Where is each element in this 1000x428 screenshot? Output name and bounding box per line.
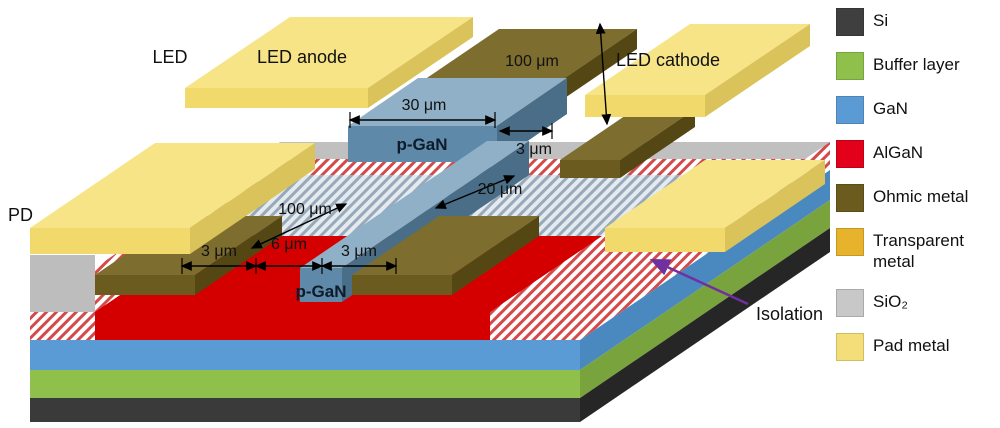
buffer-side-face (580, 200, 830, 398)
algan-front-face (95, 312, 490, 340)
label-led: LED (152, 47, 187, 67)
dim-label-led-width: 30 μm (402, 97, 447, 114)
legend-item-sio2: SiO₂ (836, 288, 998, 317)
led-pgan-top (348, 78, 567, 126)
label-pd: PD (8, 205, 33, 225)
label-isolation: Isolation (756, 304, 823, 324)
cathode-ohmic-slab (560, 109, 695, 178)
legend-item-gan: GaN (836, 96, 998, 124)
legend-item-algan: AlGaN (836, 140, 998, 168)
cathode-ohmic-top (560, 109, 695, 160)
pd-ohmic-right (352, 216, 539, 295)
pd-ohmic-right-side (452, 216, 539, 295)
label-pgan-led: p-GaN (397, 135, 448, 154)
label-led-cathode: LED cathode (616, 50, 720, 70)
pd-pad-top (30, 143, 315, 228)
dim-label-ridge-length: 100 μm (278, 201, 332, 218)
legend-label-ohmic: Ohmic metal (873, 187, 969, 206)
pd-right-pad (605, 160, 825, 252)
label-pgan-pd: p-GaN (296, 282, 347, 301)
led-cathode-pad-top (585, 24, 810, 95)
cathode-ohmic-side (620, 109, 695, 178)
isolation-front-right (490, 312, 580, 340)
dim-label-ridge-width: 6 μm (271, 236, 307, 253)
si-front-face (30, 398, 580, 422)
si-side-face (580, 228, 830, 422)
legend-label-gan: GaN (873, 99, 908, 118)
dim-arrow-led-depth (595, 22, 612, 126)
legend-swatch-transparent (836, 228, 864, 256)
dim-label-gap-left: 3 μm (201, 243, 237, 260)
pd-ohmic-left-front (95, 275, 195, 295)
led-pgan-front (348, 126, 497, 162)
pd-pad (30, 143, 315, 254)
gan-front-face (30, 340, 580, 370)
pd-pad-front (30, 228, 190, 254)
legend-label-transparent: Transparent metal (873, 231, 965, 272)
led-anode-pad-top (185, 17, 473, 88)
legend-swatch-ohmic (836, 184, 864, 212)
pd-ohmic-right-front (352, 275, 452, 295)
legend-label-sio2: SiO₂ (873, 291, 908, 311)
isolation-arrow (649, 258, 749, 306)
pd-pgan-top (300, 141, 529, 268)
pd-ohmic-right-top (352, 216, 539, 275)
pd-right-pad-side (725, 160, 825, 252)
dim-label-gap-right: 3 μm (341, 243, 377, 260)
legend-swatch-si (836, 8, 864, 36)
dimension-annotations (180, 22, 749, 306)
legend-item-transparent: Transparent metal (836, 228, 998, 273)
legend-label-buffer: Buffer layer (873, 55, 960, 74)
cathode-ohmic-front (560, 160, 620, 178)
legend-item-buffer: Buffer layer (836, 52, 998, 80)
legend-swatch-pad (836, 332, 864, 361)
legend-label-algan: AlGaN (873, 143, 924, 162)
legend-swatch-gan (836, 96, 864, 124)
legend-swatch-algan (836, 140, 864, 168)
dim-arrow-ridge-length (250, 203, 348, 249)
buffer-front-face (30, 370, 580, 398)
dim-label-led-length: 20 μm (478, 181, 523, 198)
legend-label-pad: Pad metal (873, 335, 950, 355)
pd-pad-side (190, 143, 315, 254)
legend-label-si: Si (873, 11, 889, 30)
led-anode-pad (185, 17, 473, 108)
led-cathode-pad (585, 24, 810, 117)
dim-label-cathode-gap: 3 μm (516, 141, 552, 158)
dim-label-led-depth: 100 μm (505, 53, 559, 70)
legend-item-ohmic: Ohmic metal (836, 184, 998, 212)
label-led-anode: LED anode (257, 47, 347, 67)
dim-arrow-led-length (434, 175, 516, 209)
legend: Si Buffer layer GaN AlGaN Ohmic metal Tr… (836, 8, 998, 377)
led-anode-pad-side (368, 17, 473, 108)
text-labels: LED LED anode LED cathode PD p-GaN p-GaN… (8, 47, 823, 324)
legend-swatch-sio2 (836, 288, 864, 317)
legend-item-si: Si (836, 8, 998, 36)
legend-item-pad: Pad metal (836, 332, 998, 361)
pd-right-pad-top (605, 160, 825, 228)
isolation-front-left (30, 312, 95, 340)
led-cathode-pad-front (585, 95, 705, 117)
stack-front-faces (30, 312, 580, 422)
legend-swatch-buffer (836, 52, 864, 80)
pd-right-pad-front (605, 228, 725, 252)
top-sio2-left-block (30, 255, 95, 312)
pd-pgan-front (300, 268, 342, 302)
led-cathode-pad-side (705, 24, 810, 117)
led-anode-pad-front (185, 88, 368, 108)
